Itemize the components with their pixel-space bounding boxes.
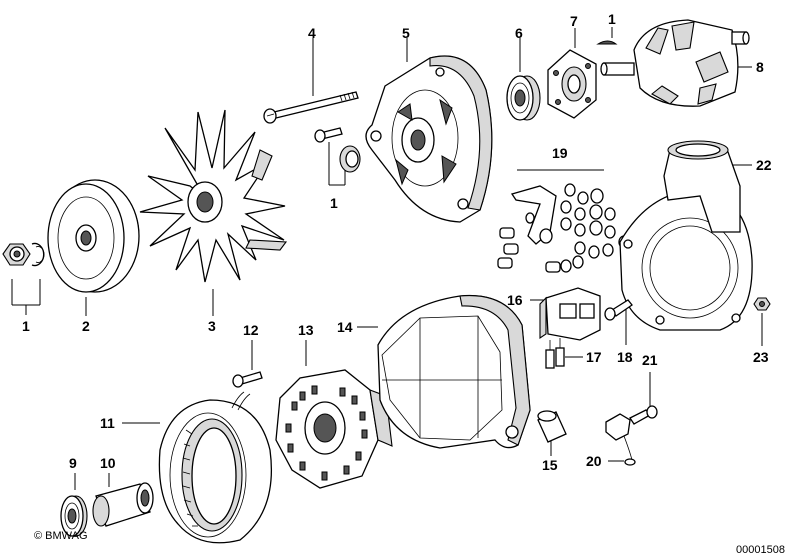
label-7: 7 xyxy=(570,13,578,29)
screw-21 xyxy=(629,405,658,425)
screws-and-seal xyxy=(314,127,361,173)
label-9: 9 xyxy=(69,455,77,471)
drive-end-bracket xyxy=(365,55,493,223)
leader-lines xyxy=(11,27,763,490)
label-1-nut: 1 xyxy=(22,318,30,334)
small-parts-kit xyxy=(497,183,630,273)
label-12: 12 xyxy=(243,322,259,338)
label-1-screws: 1 xyxy=(330,195,338,211)
label-14: 14 xyxy=(337,319,353,335)
capacitor xyxy=(605,413,636,466)
label-18: 18 xyxy=(617,349,633,365)
label-11: 11 xyxy=(100,415,115,431)
label-16: 16 xyxy=(507,292,523,308)
label-17: 17 xyxy=(586,349,602,365)
ball-bearing xyxy=(506,75,541,121)
bushing xyxy=(92,482,154,527)
brush-holder xyxy=(539,287,601,341)
label-1-key: 1 xyxy=(608,11,616,27)
label-20: 20 xyxy=(586,453,602,469)
label-21: 21 xyxy=(642,352,658,368)
rotor xyxy=(600,19,750,107)
nut-and-washer xyxy=(2,242,45,267)
brushes xyxy=(545,338,565,369)
slip-ring-end-bracket xyxy=(377,294,531,449)
pulley xyxy=(47,179,140,293)
rectifier xyxy=(275,369,393,489)
label-10: 10 xyxy=(100,455,116,471)
rear-cover-housing xyxy=(619,140,753,331)
label-23: 23 xyxy=(753,349,769,365)
label-8: 8 xyxy=(756,59,764,75)
label-2: 2 xyxy=(82,318,90,334)
fan xyxy=(139,109,288,283)
small-nut xyxy=(753,297,771,311)
sleeve xyxy=(537,410,567,443)
label-6: 6 xyxy=(515,25,523,41)
label-5: 5 xyxy=(402,25,410,41)
bearing-9 xyxy=(60,495,88,537)
screw-18 xyxy=(604,299,633,321)
label-19: 19 xyxy=(552,145,568,161)
document-number: 00001508 xyxy=(736,544,785,556)
label-22: 22 xyxy=(756,157,772,173)
screw-12 xyxy=(232,371,263,388)
part-number-labels: 1 4 5 6 7 8 1 19 22 1 2 3 12 13 14 16 17… xyxy=(22,11,772,473)
through-bolt xyxy=(263,91,359,124)
label-4: 4 xyxy=(308,25,316,41)
stator xyxy=(158,391,273,544)
copyright-notice: © BMWAG xyxy=(34,530,88,542)
label-15: 15 xyxy=(542,457,558,473)
woodruff-key xyxy=(596,40,618,45)
bearing-cover-plate xyxy=(547,49,597,119)
label-13: 13 xyxy=(298,322,314,338)
label-3: 3 xyxy=(208,318,216,334)
